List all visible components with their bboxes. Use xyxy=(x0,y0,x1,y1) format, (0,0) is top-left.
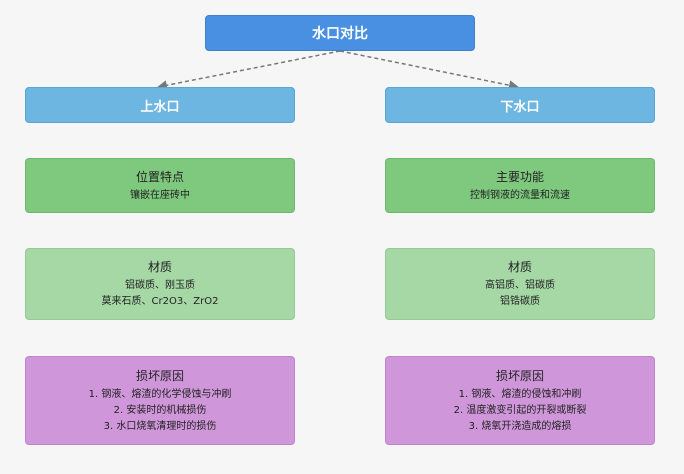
root-label: 水口对比 xyxy=(312,26,368,42)
upper-material-node: 材质 铝碳质、刚玉质 莫来石质、Cr2O3、ZrO2 xyxy=(25,248,295,320)
lower-damage-line-1: 1. 钢液、熔渣的侵蚀和冲刷 xyxy=(458,388,582,400)
root-node: 水口对比 xyxy=(205,15,475,51)
upper-damage-line-3: 3. 水口烧氧清理时的损伤 xyxy=(103,420,217,432)
lower-nozzle-header: 下水口 xyxy=(385,87,655,123)
upper-damage-line-1: 1. 钢液、熔渣的化学侵蚀与冲刷 xyxy=(88,388,232,400)
lower-function-node: 主要功能 控制钢液的流量和流速 xyxy=(385,158,655,213)
upper-damage-node: 损坏原因 1. 钢液、熔渣的化学侵蚀与冲刷 2. 安装时的机械损伤 3. 水口烧… xyxy=(25,356,295,445)
upper-position-line: 镶嵌在座砖中 xyxy=(130,189,190,201)
lower-material-line-1: 高铝质、铝碳质 xyxy=(485,280,555,291)
lower-material-node: 材质 高铝质、铝碳质 铝锆碳质 xyxy=(385,248,655,320)
lower-damage-line-2: 2. 温度激变引起的开裂或断裂 xyxy=(453,404,587,416)
lower-damage-node: 损坏原因 1. 钢液、熔渣的侵蚀和冲刷 2. 温度激变引起的开裂或断裂 3. 烧… xyxy=(385,356,655,445)
edge-root-to-lower xyxy=(339,50,519,91)
upper-material-title: 材质 xyxy=(147,260,172,274)
upper-position-node: 位置特点 镶嵌在座砖中 xyxy=(25,158,295,213)
lower-material-line-2: 铝锆碳质 xyxy=(500,296,540,307)
lower-damage-title: 损坏原因 xyxy=(495,368,544,383)
edge-root-to-upper xyxy=(157,50,341,91)
lower-function-line: 控制钢液的流量和流速 xyxy=(470,189,570,201)
lower-function-title: 主要功能 xyxy=(495,169,544,184)
upper-nozzle-header: 上水口 xyxy=(25,87,295,123)
lower-nozzle-label: 下水口 xyxy=(500,99,540,115)
upper-damage-title: 损坏原因 xyxy=(135,368,184,383)
upper-damage-line-2: 2. 安装时的机械损伤 xyxy=(113,404,207,416)
upper-position-title: 位置特点 xyxy=(135,169,184,184)
upper-material-line-2: 莫来石质、Cr2O3、ZrO2 xyxy=(101,296,219,307)
lower-damage-line-3: 3. 烧氧开浇造成的熔损 xyxy=(468,420,572,432)
upper-nozzle-label: 上水口 xyxy=(140,99,180,115)
upper-material-line-1: 铝碳质、刚玉质 xyxy=(125,280,195,291)
lower-material-title: 材质 xyxy=(507,260,532,274)
